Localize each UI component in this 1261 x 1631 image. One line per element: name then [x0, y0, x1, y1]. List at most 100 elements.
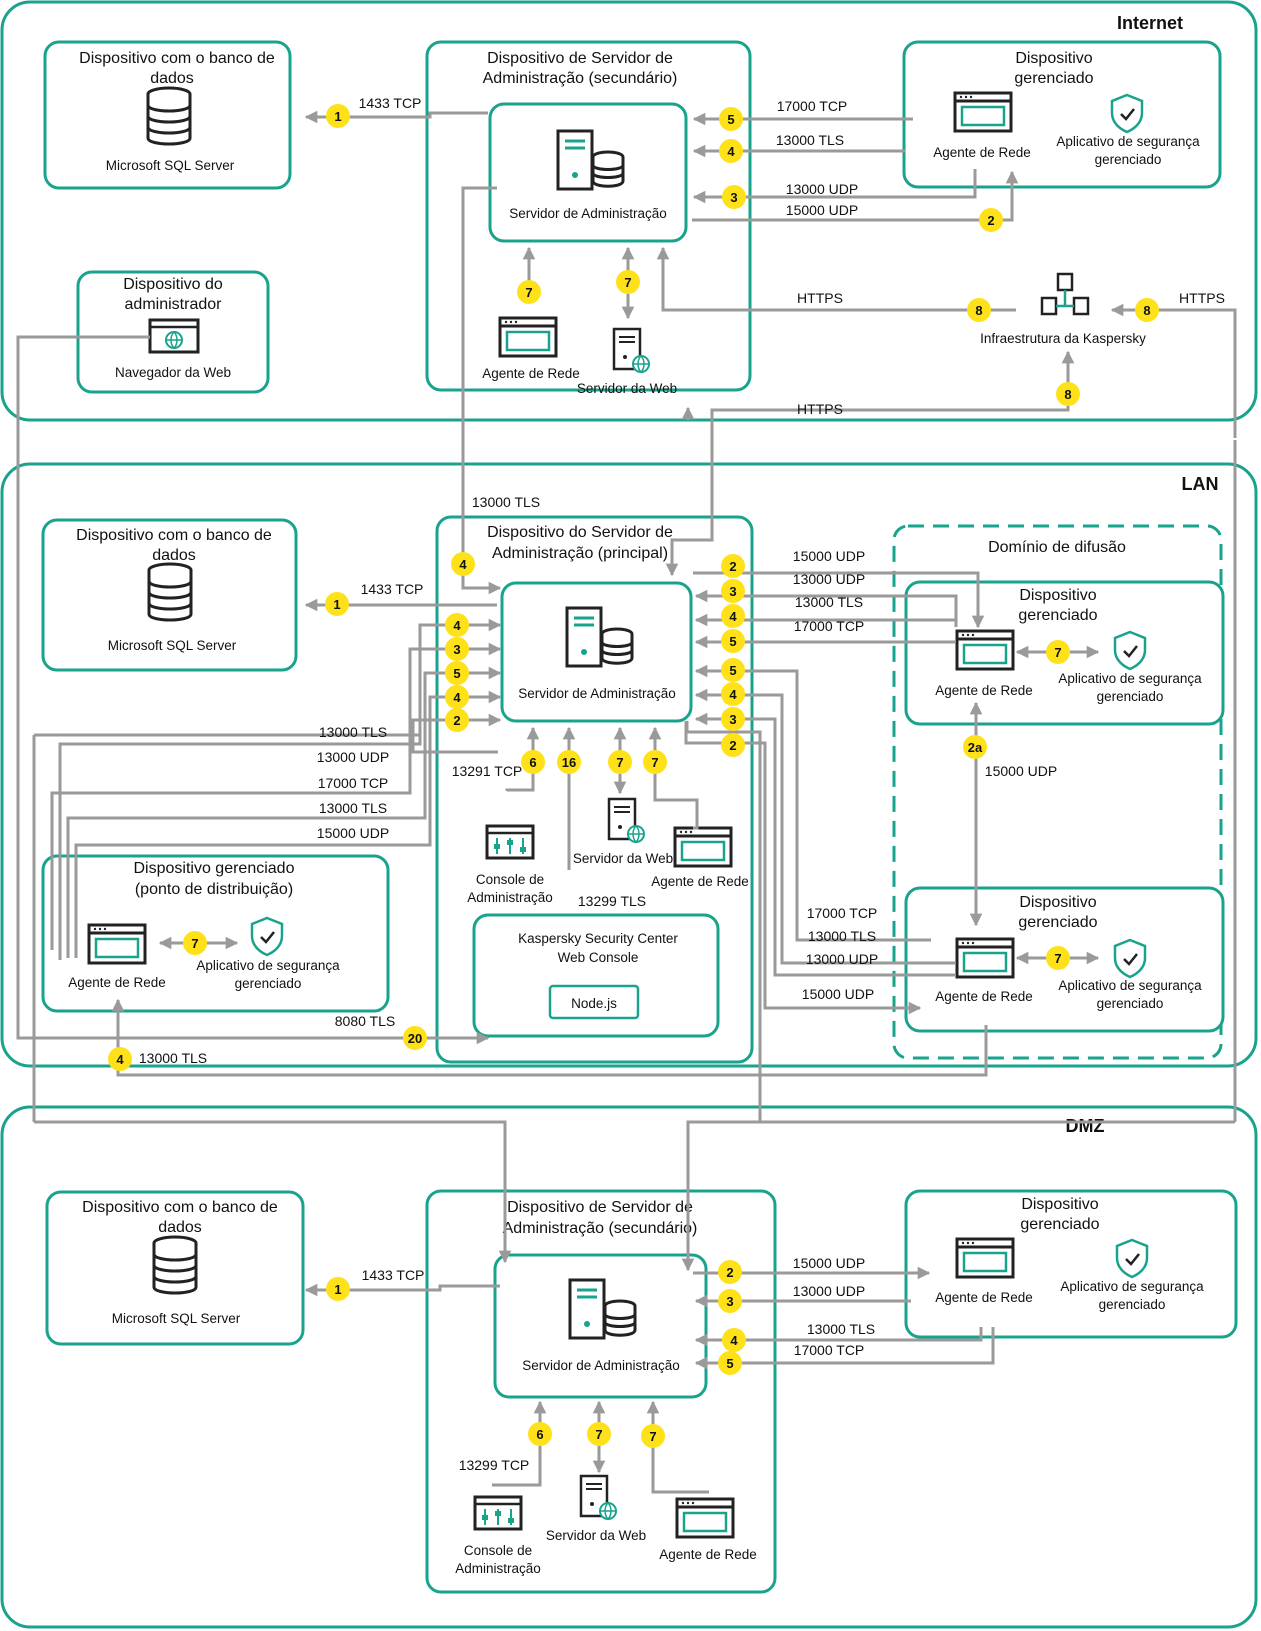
- svg-text:7: 7: [1054, 951, 1061, 966]
- svg-text:15000 UDP: 15000 UDP: [802, 986, 874, 1002]
- svg-text:Dispositivo: Dispositivo: [1019, 587, 1096, 604]
- svg-text:13000 TLS: 13000 TLS: [808, 928, 876, 944]
- svg-text:Servidor de Administração: Servidor de Administração: [522, 1358, 680, 1373]
- dmz-zone: [0, 1105, 1258, 1629]
- net-agent-icon: [675, 1497, 735, 1539]
- svg-text:5: 5: [453, 666, 460, 681]
- svg-text:1: 1: [334, 1282, 341, 1297]
- svg-text:3: 3: [453, 642, 460, 657]
- svg-text:5: 5: [729, 634, 736, 649]
- svg-text:17000 TCP: 17000 TCP: [777, 98, 848, 114]
- svg-text:4: 4: [453, 690, 461, 705]
- svg-text:15000 UDP: 15000 UDP: [786, 202, 858, 218]
- svg-text:gerenciado: gerenciado: [1014, 70, 1093, 87]
- svg-text:Administração (secundário): Administração (secundário): [483, 70, 678, 87]
- svg-text:5: 5: [726, 1356, 733, 1371]
- svg-text:Agente de Rede: Agente de Rede: [935, 1290, 1033, 1305]
- svg-text:3: 3: [730, 190, 737, 205]
- svg-text:Aplicativo de segurança: Aplicativo de segurança: [1058, 978, 1202, 993]
- svg-text:dados: dados: [158, 1219, 202, 1236]
- svg-text:Dispositivo: Dispositivo: [1021, 1196, 1098, 1213]
- dmz-managed-device: [904, 1189, 1238, 1339]
- svg-text:1: 1: [334, 109, 341, 124]
- shield-icon: [250, 916, 284, 957]
- svg-text:Kaspersky Security Center: Kaspersky Security Center: [518, 931, 678, 946]
- svg-text:2: 2: [726, 1265, 733, 1280]
- svg-text:Agente de Rede: Agente de Rede: [659, 1547, 757, 1562]
- net-agent-icon: [955, 629, 1015, 671]
- svg-text:Administração (principal): Administração (principal): [492, 545, 668, 562]
- db-device-title: Dispositivo com o banco de: [79, 50, 275, 67]
- svg-text:Administração (secundário): Administração (secundário): [503, 1220, 698, 1237]
- svg-text:2: 2: [729, 738, 736, 753]
- svg-text:13000 UDP: 13000 UDP: [806, 951, 878, 967]
- svg-text:7: 7: [1054, 645, 1061, 660]
- svg-text:13000 TLS: 13000 TLS: [795, 594, 863, 610]
- svg-text:Administração: Administração: [455, 1561, 541, 1576]
- svg-text:13000 UDP: 13000 UDP: [786, 181, 858, 197]
- shield-icon: [1110, 93, 1144, 134]
- admin-console-icon: [473, 1495, 523, 1531]
- browser-icon: [148, 318, 200, 354]
- svg-text:8: 8: [1064, 387, 1071, 402]
- svg-text:HTTPS: HTTPS: [797, 290, 843, 306]
- svg-text:1433 TCP: 1433 TCP: [359, 95, 422, 111]
- svg-text:7: 7: [525, 285, 532, 300]
- svg-text:17000 TCP: 17000 TCP: [318, 775, 389, 791]
- svg-text:4: 4: [729, 687, 737, 702]
- svg-text:gerenciado: gerenciado: [1018, 914, 1097, 931]
- svg-text:gerenciado: gerenciado: [1020, 1216, 1099, 1233]
- svg-text:15000 UDP: 15000 UDP: [793, 548, 865, 564]
- svg-text:17000 TCP: 17000 TCP: [807, 905, 878, 921]
- svg-text:8080 TLS: 8080 TLS: [335, 1013, 395, 1029]
- database-icon: [147, 562, 193, 622]
- svg-text:8: 8: [1143, 303, 1150, 318]
- svg-text:15000 UDP: 15000 UDP: [317, 825, 389, 841]
- svg-text:4: 4: [727, 144, 735, 159]
- net-agent-icon: [673, 826, 733, 868]
- svg-text:Servidor de Administração: Servidor de Administração: [518, 686, 676, 701]
- svg-text:1433 TCP: 1433 TCP: [362, 1267, 425, 1283]
- svg-text:gerenciado: gerenciado: [235, 976, 302, 991]
- svg-text:Microsoft SQL Server: Microsoft SQL Server: [112, 1311, 241, 1326]
- svg-text:Servidor da Web: Servidor da Web: [577, 381, 677, 396]
- svg-text:13000 UDP: 13000 UDP: [793, 1283, 865, 1299]
- svg-text:Aplicativo de segurança: Aplicativo de segurança: [1056, 134, 1200, 149]
- svg-text:Infraestrutura da Kaspersky: Infraestrutura da Kaspersky: [980, 331, 1146, 346]
- svg-text:gerenciado: gerenciado: [1018, 607, 1097, 624]
- svg-text:5: 5: [729, 663, 736, 678]
- svg-text:17000 TCP: 17000 TCP: [794, 1342, 865, 1358]
- svg-text:Dispositivo: Dispositivo: [1015, 50, 1092, 67]
- shield-icon: [1115, 1238, 1149, 1279]
- svg-text:1433 TCP: 1433 TCP: [361, 581, 424, 597]
- svg-text:4: 4: [459, 557, 467, 572]
- svg-text:7: 7: [624, 275, 631, 290]
- svg-text:1: 1: [333, 597, 340, 612]
- dmz-badges: 1 2 3 4 5 6 7 7: [326, 1260, 746, 1448]
- nodejs-box: [548, 984, 640, 1020]
- svg-text:Aplicativo de segurança: Aplicativo de segurança: [1060, 1279, 1204, 1294]
- svg-text:Web Console: Web Console: [558, 950, 639, 965]
- svg-text:4: 4: [116, 1052, 124, 1067]
- svg-text:Navegador da Web: Navegador da Web: [115, 365, 231, 380]
- internet-zone: [0, 0, 1258, 422]
- svg-text:dados: dados: [152, 547, 196, 564]
- svg-text:7: 7: [651, 755, 658, 770]
- svg-text:Servidor da Web: Servidor da Web: [573, 851, 673, 866]
- svg-text:13000 UDP: 13000 UDP: [793, 571, 865, 587]
- svg-text:Dispositivo com o banco de: Dispositivo com o banco de: [76, 527, 272, 544]
- svg-text:Console de: Console de: [464, 1543, 532, 1558]
- svg-text:16: 16: [562, 755, 576, 770]
- svg-text:13000 TLS: 13000 TLS: [139, 1050, 207, 1066]
- svg-text:2: 2: [987, 213, 994, 228]
- svg-text:13000 UDP: 13000 UDP: [317, 749, 389, 765]
- svg-text:Microsoft SQL Server: Microsoft SQL Server: [108, 638, 237, 653]
- svg-text:13000 TLS: 13000 TLS: [776, 132, 844, 148]
- svg-text:7: 7: [595, 1427, 602, 1442]
- ksc-web-console: [472, 913, 720, 1038]
- lan-zone: [0, 462, 1258, 1068]
- svg-text:Dispositivo: Dispositivo: [1019, 894, 1096, 911]
- svg-text:15000 UDP: 15000 UDP: [793, 1255, 865, 1271]
- database-icon: [146, 86, 192, 146]
- svg-text:4: 4: [453, 618, 461, 633]
